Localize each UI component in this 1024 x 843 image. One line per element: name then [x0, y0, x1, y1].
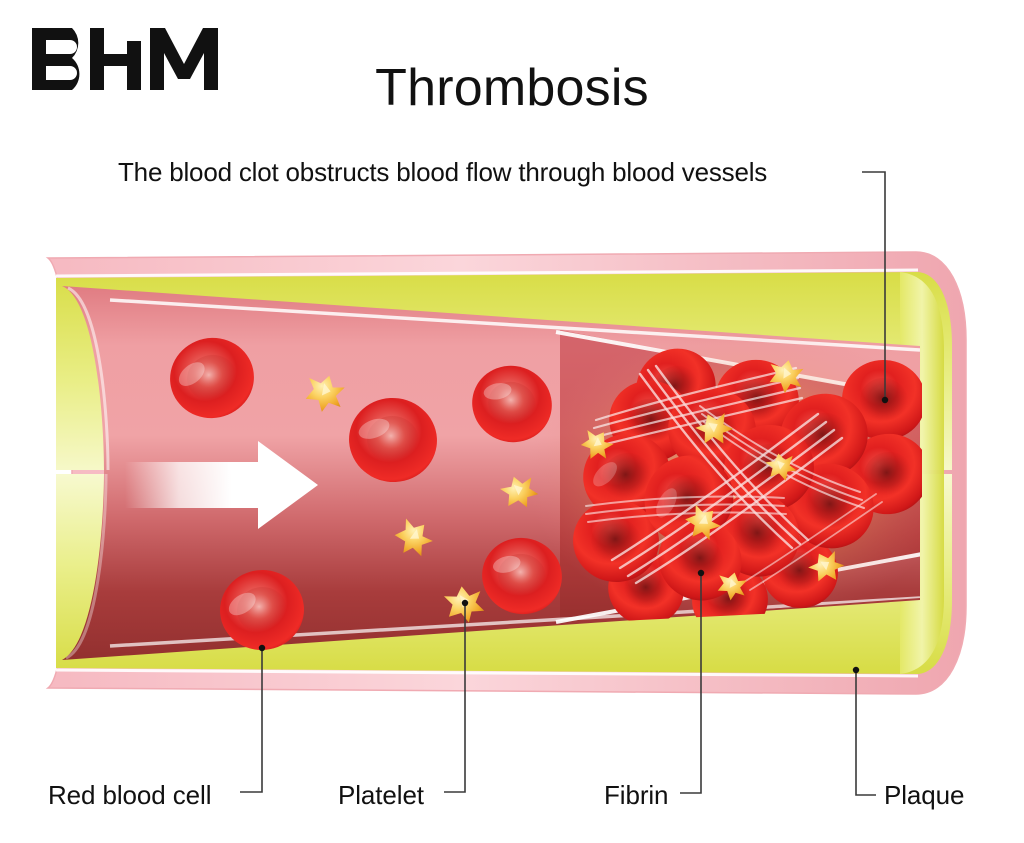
blood-flow-arrow [125, 441, 318, 529]
blood-clot [573, 348, 922, 624]
bhm-logo [32, 28, 218, 90]
label-red-blood-cell: Red blood cell [48, 780, 212, 810]
leader-plaque [855, 670, 876, 796]
free-red-blood-cells [170, 337, 562, 651]
label-plaque: Plaque [884, 780, 965, 810]
clot-platelets [580, 360, 845, 601]
leader-red-blood-cell [240, 648, 263, 793]
leader-lines [240, 171, 886, 796]
label-fibrin: Fibrin [604, 780, 669, 810]
leader-platelet [444, 603, 466, 793]
leader-anchor-dots [258, 396, 889, 674]
page-title: Thrombosis [375, 59, 649, 117]
label-platelet: Platelet [338, 780, 424, 810]
leader-caption [862, 171, 886, 400]
caption-text: The blood clot obstructs blood flow thro… [118, 157, 768, 187]
leader-fibrin [680, 573, 702, 794]
